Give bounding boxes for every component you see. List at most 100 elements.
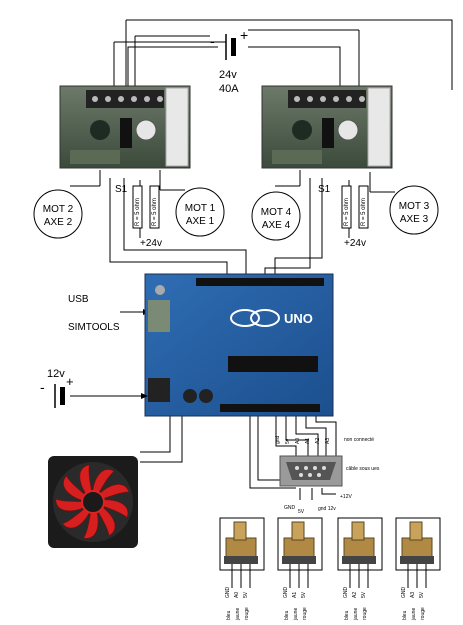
resistor-right-a: R = 5 ohm: [344, 198, 350, 226]
motor-mot3: MOT 3 AXE 3: [389, 185, 439, 235]
motor-driver-left: [59, 85, 191, 169]
resistor-right-b: R = 5 ohm: [361, 198, 367, 226]
header-bottom: [220, 404, 320, 412]
motor-label: MOT 4: [261, 207, 292, 218]
atmega-chip: [228, 356, 318, 372]
motor-label: MOT 1: [185, 203, 216, 214]
gnd12-label: gnd 12v: [318, 506, 336, 512]
usb-label: USB: [68, 294, 89, 305]
motor-driver-right: [261, 85, 393, 169]
resistor-left-b: R = 5 ohm: [152, 198, 158, 226]
relay-s1-left: S1: [115, 184, 128, 195]
pot-pin-label: 5V: [243, 591, 249, 598]
pot-pin-label: A3: [410, 592, 416, 598]
pot-wire-label: jaune: [235, 608, 241, 621]
potentiometer: GND bleu A1 jaune 5V rouge: [277, 517, 323, 621]
pot-wire-label: rouge: [420, 607, 426, 620]
aux-power-symbol: - + 12v: [40, 368, 74, 408]
reset-button: [155, 285, 165, 295]
resistor-left-a: R = 5 ohm: [135, 198, 141, 226]
not-connected-label: non connecté: [344, 437, 374, 443]
relay-s1-right: S1: [318, 184, 331, 195]
supply-left: +24v: [140, 238, 162, 249]
terminal-block: [288, 90, 366, 108]
motor-mot4: MOT 4 AXE 4: [251, 191, 301, 241]
pot-shaft: [351, 521, 365, 541]
pot-wire-label: bleu: [344, 610, 350, 620]
db9-pin-1: 5v: [285, 438, 291, 444]
pot-wire-label: rouge: [244, 607, 250, 620]
potentiometers: GND bleu A0 jaune 5V rouge GND bleu A1 jaune 5V rou…: [219, 517, 441, 621]
pot-pin-label: GND: [343, 587, 349, 599]
pot-pin-label: 5V: [361, 591, 367, 598]
gnd-label: GND: [284, 505, 296, 511]
motor-axis: AXE 3: [400, 214, 429, 225]
ps-current: 40A: [219, 83, 239, 95]
pot-pin-label: GND: [401, 587, 407, 599]
db9-pin-labels: gnd 5v A0 A1 A2 A3: [275, 435, 331, 444]
pot-shaft: [291, 521, 305, 541]
potentiometer: GND bleu A3 jaune 5V rouge: [395, 517, 441, 621]
motor-mot1: MOT 1 AXE 1: [175, 187, 225, 237]
infinity-logo: [230, 309, 260, 327]
pot-pin-label: A2: [352, 592, 358, 598]
pot-pin-label: 5V: [301, 591, 307, 598]
power-supply-symbol: - + 24v 40A: [210, 27, 248, 95]
cable-note: câble sous ues: [346, 466, 380, 472]
aux-minus: -: [40, 379, 45, 395]
pot-wire-label: rouge: [302, 607, 308, 620]
ps-voltage: 24v: [219, 69, 237, 81]
arduino-uno-logo: UNO: [284, 311, 313, 326]
simtools-label: SIMTOOLS: [68, 322, 120, 333]
pot-pin-label: GND: [225, 587, 231, 599]
pot-base: [224, 556, 258, 564]
pot-pin-label: GND: [283, 587, 289, 599]
db9-pin-5: A3: [325, 438, 331, 444]
pot-base: [282, 556, 316, 564]
supply-right: +24v: [344, 238, 366, 249]
db9-connector: [279, 455, 343, 487]
db9-pin-0: gnd: [275, 435, 281, 444]
motor-axis: AXE 1: [186, 216, 215, 227]
arduino-board: UNO: [144, 273, 334, 417]
pot-wire-label: jaune: [353, 608, 359, 621]
pot-wire-label: bleu: [284, 610, 290, 620]
db9-pin-2: A0: [295, 438, 301, 444]
potentiometer: GND bleu A0 jaune 5V rouge: [219, 517, 265, 621]
aux-voltage: 12v: [47, 368, 65, 380]
pot-pin-label: 5V: [419, 591, 425, 598]
usb-connector: [148, 300, 170, 332]
pot-wire-label: rouge: [362, 607, 368, 620]
pot-pin-label: A0: [234, 592, 240, 598]
pot-pin-label: A1: [292, 592, 298, 598]
pot-base: [342, 556, 376, 564]
arrow-icon: [141, 393, 148, 399]
driver-left-annotations: S1 R = 5 ohm R = 5 ohm +24v: [115, 184, 162, 249]
ps-minus: -: [210, 33, 215, 49]
five-v-label: 5V: [298, 509, 305, 515]
pot-wire-label: bleu: [226, 610, 232, 620]
potentiometer: GND bleu A2 jaune 5V rouge: [337, 517, 383, 621]
pot-wire-label: jaune: [293, 608, 299, 621]
ps-plus: +: [240, 27, 248, 43]
motor-label: MOT 3: [399, 201, 430, 212]
plus12-label: +12V: [340, 494, 352, 500]
power-jack: [148, 378, 170, 402]
fan-image: [48, 456, 138, 548]
pot-shaft: [409, 521, 423, 541]
terminal-block: [86, 90, 164, 108]
pot-wire-label: bleu: [402, 610, 408, 620]
pot-shaft: [233, 521, 247, 541]
motor-label: MOT 2: [43, 204, 74, 215]
db9-pin-4: A2: [315, 438, 321, 444]
aux-plus: +: [66, 374, 74, 389]
motor-axis: AXE 2: [44, 217, 73, 228]
motor-axis: AXE 4: [262, 220, 291, 231]
pot-wire-label: jaune: [411, 608, 417, 621]
db9-pin-3: A1: [305, 438, 311, 444]
header-top: [196, 278, 324, 286]
pot-base: [400, 556, 434, 564]
motor-mot2: MOT 2 AXE 2: [33, 189, 83, 239]
driver-right-annotations: S1 R = 5 ohm R = 5 ohm +24v: [318, 184, 369, 249]
